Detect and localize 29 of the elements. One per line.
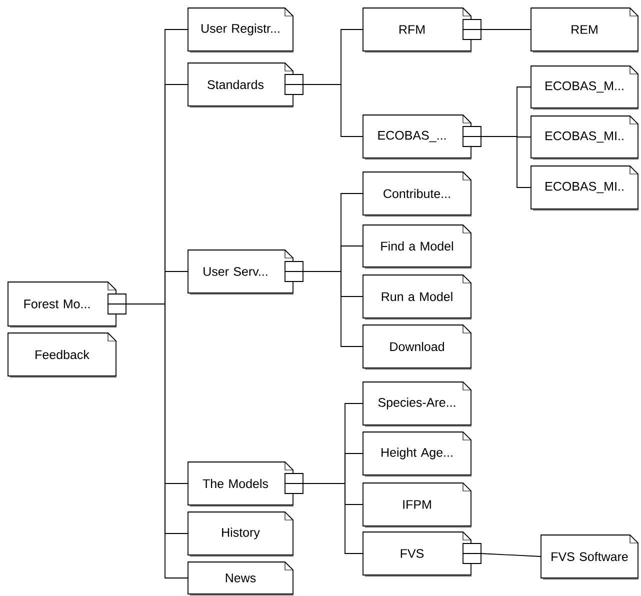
document-box: Height Age... [362, 432, 472, 477]
document-box: ECOBAS_MI.. [530, 166, 638, 211]
document-box: Standards [188, 62, 304, 108]
connector-line [302, 84, 364, 137]
connector-line [302, 483, 364, 554]
connector-line [480, 136, 532, 188]
document-box: News [188, 562, 294, 596]
document-box: ECOBAS_M... [530, 66, 638, 110]
document-box: Contribute... [362, 172, 472, 217]
connector-line [480, 29, 532, 30]
document-box: Feedback [8, 332, 116, 378]
connector-line [302, 271, 364, 347]
document-box: Forest Mo... [8, 282, 126, 328]
document-box: History [188, 512, 294, 557]
document-box: FVS Software [540, 534, 638, 580]
document-box: The Models [188, 462, 304, 507]
document-box: User Serv... [188, 250, 304, 295]
document-box: IFPM [362, 482, 472, 528]
document-box: REM [530, 8, 638, 53]
document-box: Species-Are... [362, 382, 472, 427]
document-box: Download [362, 324, 472, 370]
document-box: RFM [362, 8, 482, 53]
document-box: Run a Model [362, 274, 472, 320]
document-box: Find a Model [362, 224, 472, 269]
document-box: User Registr... [188, 8, 294, 53]
connector-line [480, 553, 542, 557]
document-box: FVS [362, 532, 482, 577]
document-box: ECOBAS_... [362, 114, 482, 160]
document-box: ECOBAS_MI.. [530, 116, 638, 160]
